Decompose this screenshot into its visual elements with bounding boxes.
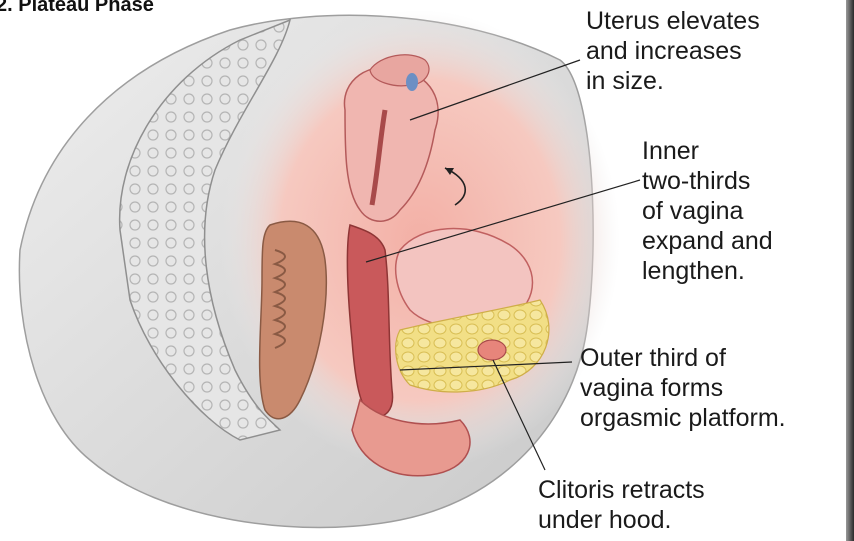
label-inner-vagina: Inner two-thirds of vagina expand and le… <box>642 136 773 286</box>
label-outer-vagina: Outer third of vagina forms orgasmic pla… <box>580 343 786 433</box>
label-line: of vagina <box>642 196 773 226</box>
diagram-title: 2. Plateau Phase <box>0 0 154 17</box>
label-line: Clitoris retracts <box>538 475 705 505</box>
label-line: and increases <box>586 36 760 66</box>
label-line: Uterus elevates <box>586 6 760 36</box>
label-line: two-thirds <box>642 166 773 196</box>
label-line: Outer third of <box>580 343 786 373</box>
label-line: in size. <box>586 66 760 96</box>
clitoris <box>478 340 506 360</box>
label-clitoris: Clitoris retracts under hood. <box>538 475 705 535</box>
label-line: under hood. <box>538 505 705 535</box>
label-line: expand and <box>642 226 773 256</box>
label-line: vagina forms <box>580 373 786 403</box>
slide-edge <box>846 0 854 541</box>
label-line: lengthen. <box>642 256 773 286</box>
label-line: orgasmic platform. <box>580 403 786 433</box>
label-uterus: Uterus elevates and increases in size. <box>586 6 760 96</box>
label-line: Inner <box>642 136 773 166</box>
tube-ending <box>406 73 418 91</box>
